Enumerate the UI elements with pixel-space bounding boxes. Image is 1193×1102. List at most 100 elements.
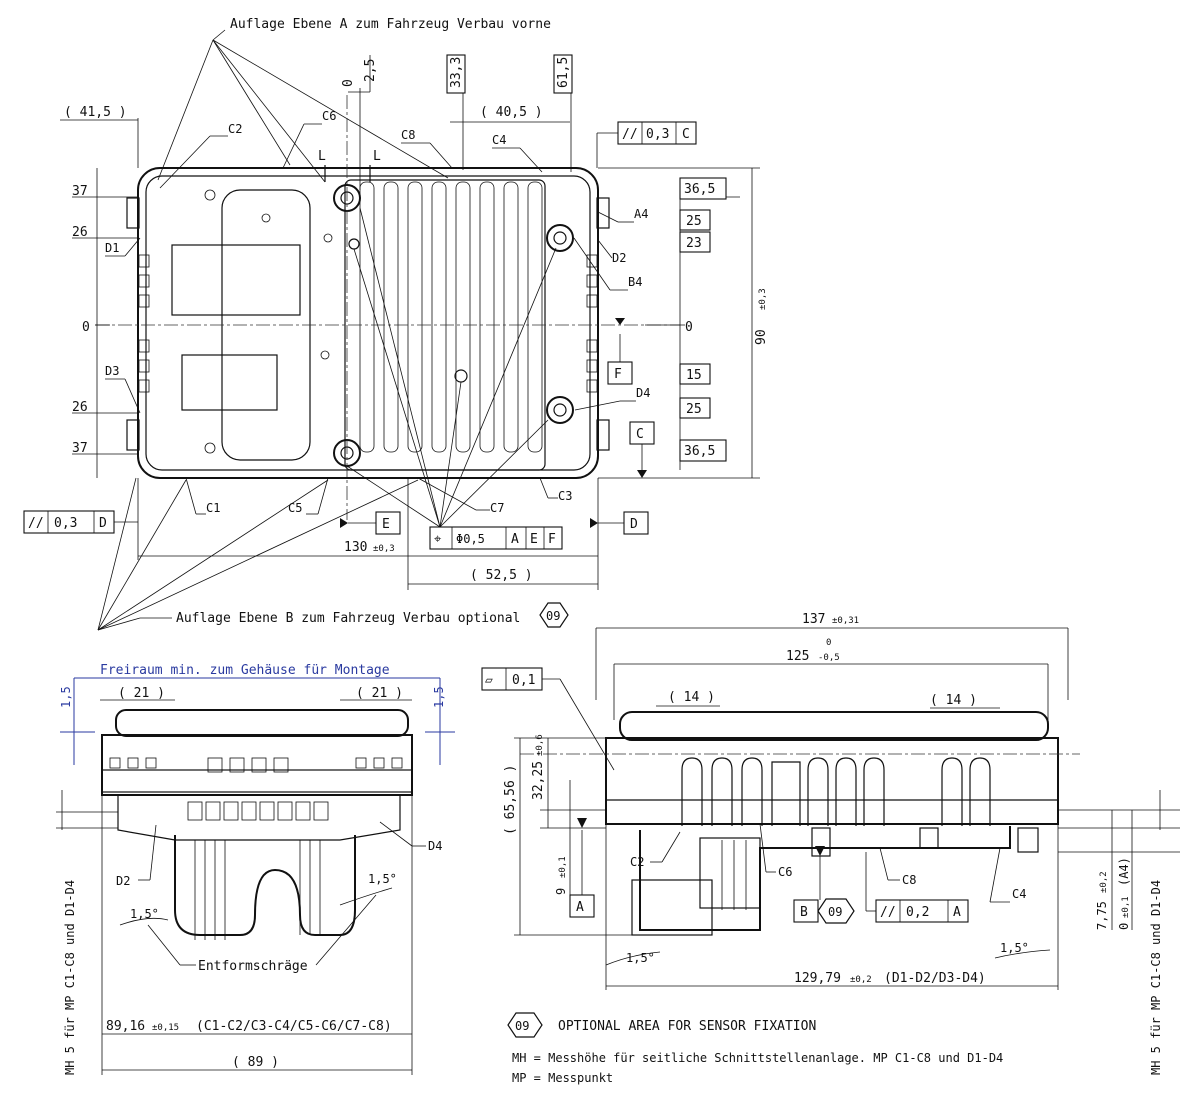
hex-09-right-view: 09 xyxy=(828,905,842,919)
note-draft: Entformschräge xyxy=(198,959,308,974)
datum-f: F xyxy=(614,367,622,382)
dim-23: 23 xyxy=(686,236,702,251)
housing-outline xyxy=(137,167,599,479)
label-d3: D3 xyxy=(105,364,119,378)
dim-129-79: 129,79 xyxy=(794,971,841,986)
dim-14-left: ( 14 ) xyxy=(668,690,715,705)
label-c2: C2 xyxy=(228,122,242,136)
label-c8: C8 xyxy=(401,128,415,142)
tol-pos-datum-f: F xyxy=(548,532,556,547)
tol-par-c-datum: C xyxy=(682,127,690,142)
legend-hex-09: 09 xyxy=(515,1019,529,1033)
dim-21-right: ( 21 ) xyxy=(356,686,403,701)
dim-1-5-right: 1,5 xyxy=(432,686,446,708)
note-clearance: Freiraum min. zum Gehäuse für Montage xyxy=(100,663,390,678)
tol-par-c-sym: // xyxy=(622,127,638,142)
dim-7-75-tol: ±0,2 xyxy=(1099,871,1109,893)
legend-optional-area: OPTIONAL AREA FOR SENSOR FIXATION xyxy=(558,1019,816,1034)
zero-top-label: 0 xyxy=(341,79,356,87)
dim-125-upper: 0 xyxy=(826,638,831,648)
label-d1: D1 xyxy=(105,241,119,255)
dim-26-top: 26 xyxy=(72,225,88,240)
label-d2-left-view: D2 xyxy=(116,874,130,888)
dim-125-lower: -0,5 xyxy=(818,653,840,663)
dim-125: 125 xyxy=(786,649,809,664)
dim-25-bottom: 25 xyxy=(686,402,702,417)
dim-1-5-left: 1,5 xyxy=(59,686,73,708)
dim-9: 9 xyxy=(554,888,568,895)
dim-2-5: 2,5 xyxy=(363,59,378,82)
label-d4: D4 xyxy=(636,386,650,400)
hex-09-top: 09 xyxy=(546,609,560,623)
tol-par-d-sym: // xyxy=(28,516,44,531)
dim-37-top: 37 xyxy=(72,184,88,199)
note-plane-a: Auflage Ebene A zum Fahrzeug Verbau vorn… xyxy=(230,17,551,32)
label-c1: C1 xyxy=(206,501,220,515)
dim-15: 15 xyxy=(686,368,702,383)
dim-32-25: 32,25 xyxy=(531,761,546,800)
dim-36-5-bottom: 36,5 xyxy=(684,444,715,459)
right-side-view: 137 ±0,31 125 0 -0,5 ( 14 ) ( 14 ) ▱ 0,1 xyxy=(481,612,1180,1075)
l-mark-left: L xyxy=(318,149,326,164)
dim-130-tol: ±0,3 xyxy=(373,544,395,554)
tol-flat-val: 0,1 xyxy=(512,673,535,688)
datum-e: E xyxy=(382,517,390,532)
dim-36-5-top: 36,5 xyxy=(684,182,715,197)
label-c5: C5 xyxy=(288,501,302,515)
dim-0-note: (A4) xyxy=(1117,857,1131,886)
top-view: Auflage Ebene A zum Fahrzeug Verbau vorn… xyxy=(23,17,769,631)
zero-left-label: 0 xyxy=(82,320,90,335)
label-c4-right-view: C4 xyxy=(1012,887,1026,901)
angle-left-view-left: 1,5° xyxy=(130,907,159,921)
label-c7: C7 xyxy=(490,501,504,515)
angle-right-view-left: 1,5° xyxy=(626,951,655,965)
dim-129-79-tol: ±0,2 xyxy=(850,975,872,985)
dim-25-top: 25 xyxy=(686,214,702,229)
datum-b: B xyxy=(800,905,808,920)
tol-par-d-datum: D xyxy=(99,516,107,531)
dim-137-tol: ±0,31 xyxy=(832,616,859,626)
legend-mh: MH = Messhöhe für seitliche Schnittstell… xyxy=(512,1051,1003,1065)
dim-61-5: 61,5 xyxy=(556,57,571,88)
label-c2-right-view: C2 xyxy=(630,855,644,869)
dim-40-5: ( 40,5 ) xyxy=(480,105,543,120)
tol-par-a-val: 0,2 xyxy=(906,905,929,920)
dim-137: 137 xyxy=(802,612,825,627)
tol-par-a-sym: // xyxy=(880,905,896,920)
dim-130: 130 xyxy=(344,540,367,555)
tol-pos-datum-e: E xyxy=(530,532,538,547)
left-side-view: Freiraum min. zum Gehäuse für Montage 1,… xyxy=(56,663,455,1075)
dim-0-tol: ±0,1 xyxy=(1121,896,1131,918)
l-mark-right: L xyxy=(373,149,381,164)
tol-pos-datum-a: A xyxy=(511,532,519,547)
tol-par-a-datum: A xyxy=(953,905,961,920)
dim-65-56: ( 65,56 ) xyxy=(503,765,518,835)
label-c4: C4 xyxy=(492,133,506,147)
dim-0: 0 xyxy=(1117,923,1131,930)
dim-89: ( 89 ) xyxy=(232,1055,279,1070)
dim-89-16-tol: ±0,15 xyxy=(152,1023,179,1033)
dim-7-75: 7,75 xyxy=(1095,901,1109,930)
tol-flat-sym: ▱ xyxy=(485,673,493,688)
dim-33-3: 33,3 xyxy=(449,57,464,88)
dim-37-bottom: 37 xyxy=(72,441,88,456)
label-d2: D2 xyxy=(612,251,626,265)
label-a4: A4 xyxy=(634,207,648,221)
dim-52-5: ( 52,5 ) xyxy=(470,568,533,583)
note-plane-b: Auflage Ebene B zum Fahrzeug Verbau opti… xyxy=(176,611,520,626)
dim-89-16-note: (C1-C2/C3-C4/C5-C6/C7-C8) xyxy=(196,1019,392,1034)
dim-89-16: 89,16 xyxy=(106,1019,145,1034)
label-c6: C6 xyxy=(322,109,336,123)
dim-9-tol: ±0,1 xyxy=(558,856,568,878)
dim-32-25-tol: ±0,6 xyxy=(535,734,545,756)
note-mh-right: MH 5 für MP C1-C8 und D1-D4 xyxy=(1149,880,1163,1075)
dim-90: 90 xyxy=(754,329,769,345)
tol-pos-val: Φ0,5 xyxy=(456,532,485,546)
zero-right-label: 0 xyxy=(685,320,693,335)
legend: 09 OPTIONAL AREA FOR SENSOR FIXATION MH … xyxy=(507,1012,1003,1085)
dim-90-tol: ±0,3 xyxy=(758,288,768,310)
angle-right-view-right: 1,5° xyxy=(1000,941,1029,955)
note-mh-left: MH 5 für MP C1-C8 und D1-D4 xyxy=(63,880,77,1075)
